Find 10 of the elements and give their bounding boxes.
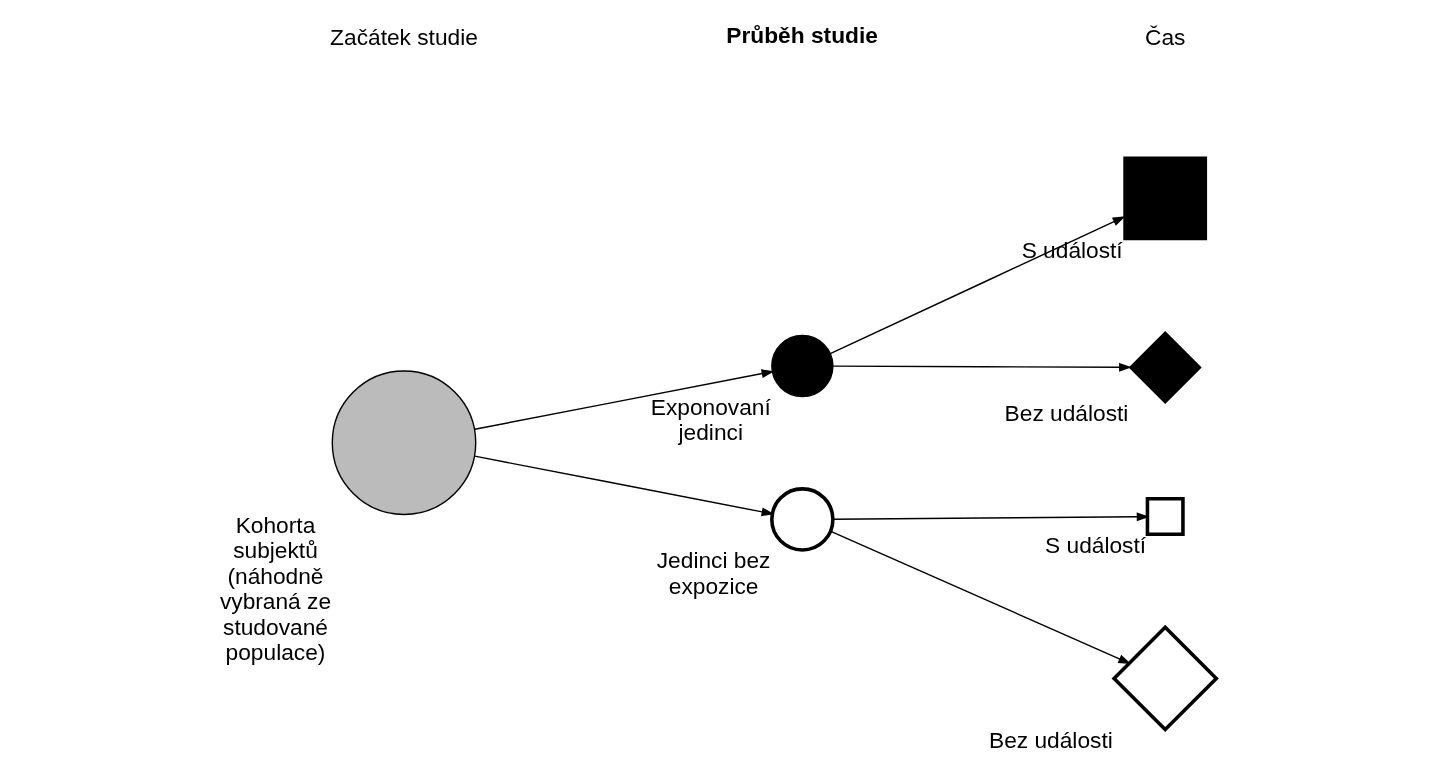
- label: Průběh studie: [726, 22, 878, 49]
- node-label: Bez události: [1004, 400, 1129, 427]
- node-label: S událostí: [1021, 236, 1123, 263]
- node-label: Exponovaní jedinci: [650, 393, 771, 446]
- label: Čas: [1144, 23, 1186, 50]
- node-label: Kohorta subjektů (náhodně vybraná ze studované populace): [219, 511, 332, 666]
- node-label: Jedinci bez expozice: [656, 547, 771, 599]
- node-label: Bez události: [988, 726, 1113, 753]
- label: Začátek studie: [330, 23, 478, 50]
- node-label: S událostí: [1045, 531, 1147, 558]
